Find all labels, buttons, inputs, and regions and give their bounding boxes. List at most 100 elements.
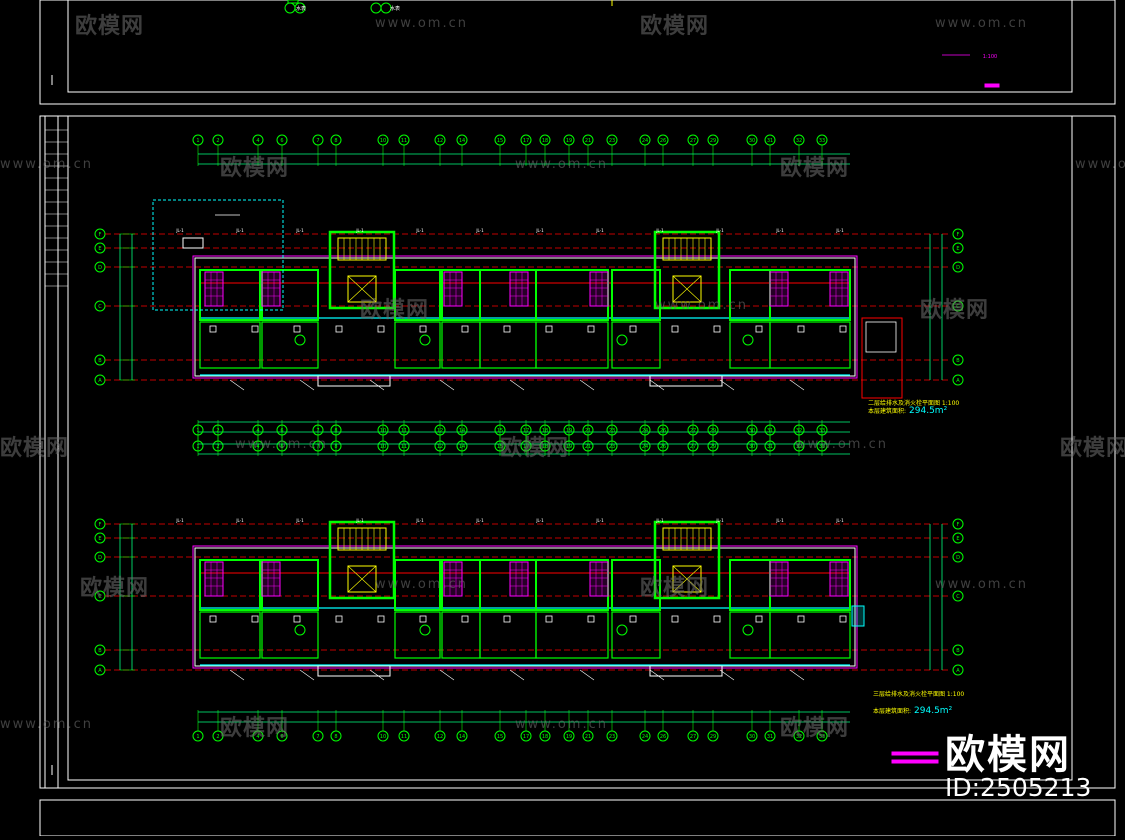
axis-label: 7: [316, 428, 319, 434]
legend-symbol: [294, 2, 306, 14]
axis-label: 19: [566, 428, 572, 434]
fixture: [293, 615, 301, 623]
row-bubble: [952, 374, 964, 386]
bathroom: [261, 271, 281, 307]
bathroom: [829, 561, 849, 597]
room-wall: [611, 611, 661, 659]
axis-label: 31: [767, 734, 773, 740]
elevator: [672, 565, 702, 593]
room-wall: [611, 269, 661, 321]
watermark-brand: 欧模网: [75, 14, 145, 39]
axis-label: 26: [660, 138, 666, 144]
unit-mark: [742, 334, 754, 346]
elevator: [347, 275, 377, 303]
room-wall: [479, 611, 537, 659]
riser-label: JL-1: [835, 518, 844, 523]
fixture: [671, 325, 679, 333]
axis-label: 2: [216, 428, 219, 434]
leader: [299, 669, 315, 681]
axis-label: 24: [642, 734, 648, 740]
fixture: [419, 615, 427, 623]
sheet-inner-frame-top: [67, 0, 1073, 93]
axis-label: 2: [216, 138, 219, 144]
row-bubble: [952, 590, 964, 602]
fixture: [587, 615, 595, 623]
room-wall: [261, 611, 319, 659]
elevator-x: [347, 275, 377, 303]
watermark-brand: 欧模网: [220, 716, 290, 741]
axis-label: 30: [749, 138, 755, 144]
leader: [719, 669, 735, 681]
fixture: [587, 325, 595, 333]
leader: [789, 379, 805, 391]
axis-label: 14: [459, 138, 465, 144]
watermark-brand: 欧模网: [360, 298, 430, 323]
plan-area-upper: 本层建筑面积:294.5m²: [868, 406, 947, 416]
axis-label: 6: [280, 734, 283, 740]
balcony: [649, 665, 723, 677]
legend-symbol: [380, 2, 392, 14]
axis-label: 10: [380, 138, 386, 144]
bathroom: [261, 561, 281, 597]
fixture: [209, 325, 217, 333]
row-label: B: [956, 648, 960, 654]
riser-label: JL-1: [295, 228, 304, 233]
axis-label: 27: [690, 138, 696, 144]
axis-label: 32: [796, 734, 802, 740]
axis-label: 15: [497, 428, 503, 434]
axis-label: 10: [380, 734, 386, 740]
watermark-url: www.om.cn: [935, 16, 1028, 31]
room-wall: [199, 611, 261, 659]
room-wall: [479, 321, 537, 369]
bathroom: [769, 561, 789, 597]
row-label: D: [98, 265, 102, 271]
row-label: B: [98, 358, 102, 364]
axis-label: 11: [401, 138, 407, 144]
unit-mark: [616, 334, 628, 346]
bathroom: [769, 271, 789, 307]
leader: [649, 379, 665, 391]
elevator-x: [347, 565, 377, 593]
axis-label: 23: [609, 734, 615, 740]
watermark-brand: 欧模网: [640, 576, 710, 601]
riser-label: JL-1: [775, 228, 784, 233]
axis-label: 27: [690, 428, 696, 434]
watermark-url: www.om.cn: [0, 717, 93, 732]
scale-mark: 1:100: [983, 54, 997, 60]
riser-label: JL-1: [835, 228, 844, 233]
watermark-url: www.om.cn: [795, 437, 888, 452]
fixture: [629, 325, 637, 333]
riser-label: JL-1: [175, 518, 184, 523]
unit-mark: [419, 334, 431, 346]
row-label: E: [98, 536, 101, 542]
row-label: C: [956, 594, 960, 600]
elevator: [347, 565, 377, 593]
fixture: [755, 615, 763, 623]
room-wall: [729, 559, 771, 611]
building-outline-outer: [192, 545, 858, 669]
leader: [439, 379, 455, 391]
riser-label: JL-1: [235, 228, 244, 233]
plan-title-lower: 三层给排水及消火栓平面图 1:100: [873, 691, 965, 698]
fixture: [377, 325, 385, 333]
brand-logo-text: 欧模网: [945, 732, 1071, 778]
axis-label: 19: [566, 734, 572, 740]
fixture: [335, 615, 343, 623]
mark: [984, 83, 1000, 88]
annex-item: [182, 237, 204, 249]
bathroom: [204, 271, 224, 307]
row-label: B: [98, 648, 102, 654]
stair-core: [328, 230, 396, 310]
row-bubble: [952, 354, 964, 366]
fixture: [461, 615, 469, 623]
axis-label: 6: [280, 428, 283, 434]
fixture: [419, 325, 427, 333]
watermark-brand: 欧模网: [780, 716, 850, 741]
axis-label: 26: [660, 428, 666, 434]
watermark-url: www.om.cn: [655, 298, 748, 313]
axis-label: 1: [196, 734, 199, 740]
row-label: E: [98, 246, 101, 252]
bathroom: [589, 561, 609, 597]
riser-label: JL-1: [295, 518, 304, 523]
